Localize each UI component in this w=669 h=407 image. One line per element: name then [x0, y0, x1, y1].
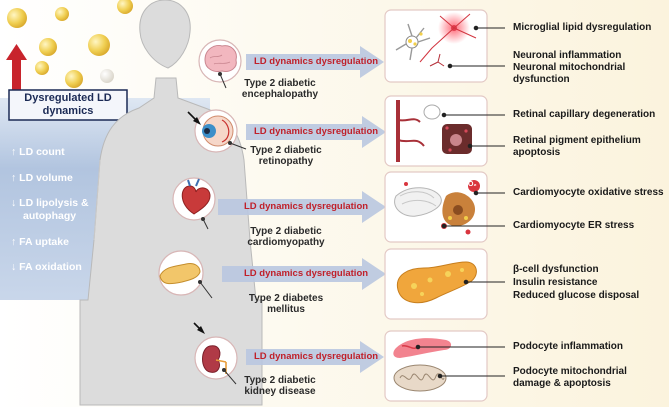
ld-arrow-label-4: LD dynamics dysregulation — [244, 268, 369, 279]
lipid-droplet — [39, 38, 57, 56]
black-pointer-arrow-icon — [187, 111, 201, 125]
red-up-arrow-icon — [6, 44, 27, 94]
outcome-neuronal-mito-line2: dysfunction — [513, 74, 570, 85]
ld-arrow-5 — [246, 341, 384, 373]
ld-arrow-3 — [218, 191, 386, 223]
outcome-microglial: Microglial lipid dysregulation — [513, 22, 652, 33]
disease-label-line2: cardiomyopathy — [247, 237, 325, 248]
banner-text: Dysregulated LD dynamics — [10, 92, 126, 118]
callout-line — [199, 281, 213, 299]
disease-label-cardiomyopathy: Type 2 diabetic cardiomyopathy — [246, 226, 326, 248]
oxygen-label: O₂ — [468, 181, 477, 188]
disease-label-line1: Type 2 diabetes — [248, 293, 324, 304]
cardiomyocyte-icon — [394, 180, 480, 235]
left-item-ld-volume: ↑ LD volume — [11, 172, 73, 184]
banner-line1: Dysregulated LD — [24, 92, 112, 104]
disease-label-line1: Type 2 diabetic — [244, 78, 316, 89]
banner-box — [8, 89, 128, 121]
disease-label-line1: Type 2 diabetic — [250, 226, 322, 237]
ld-arrow-4 — [222, 258, 386, 290]
outcome-beta-cell: β-cell dysfunction — [513, 264, 599, 275]
outcome-podocyte-mito-line1: Podocyte mitochondrial — [513, 366, 627, 377]
outcome-rpe-line1: Retinal pigment epithelium — [513, 135, 641, 146]
ld-arrow-1 — [246, 46, 384, 78]
organ-pancreas-icon — [158, 250, 204, 296]
disease-label-line2: encephalopathy — [241, 89, 319, 100]
lipid-droplet — [35, 61, 49, 75]
outcome-neuronal-inflammation: Neuronal inflammation — [513, 50, 622, 61]
lipid-droplet — [100, 69, 114, 83]
callout-line — [219, 73, 227, 89]
microglia-neuron-icon — [395, 12, 477, 67]
lipid-droplet — [65, 70, 83, 88]
disease-label-retinopathy: Type 2 diabetic retinopathy — [246, 145, 326, 167]
outcome-podocyte-inflammation: Podocyte inflammation — [513, 341, 624, 352]
left-item-lipolysis-line1: ↓ LD lipolysis & — [11, 197, 89, 209]
ld-arrow-label-2: LD dynamics dysregulation — [254, 126, 379, 137]
left-item-fa-uptake: ↑ FA uptake — [11, 236, 69, 248]
left-item-ld-count: ↑ LD count — [11, 146, 65, 158]
outcome-box-brain — [384, 9, 488, 83]
disease-label-line2: mellitus — [267, 304, 305, 315]
retina-capillary-icon — [396, 100, 472, 162]
disease-label-kidney-disease: Type 2 diabetic kidney disease — [240, 375, 320, 397]
outcome-neuronal-mito-line1: Neuronal mitochondrial — [513, 62, 626, 73]
lipid-droplet — [117, 0, 133, 14]
human-silhouette — [79, 0, 263, 406]
lipid-droplet — [88, 34, 110, 56]
ld-arrow-label-5: LD dynamics dysregulation — [254, 351, 379, 362]
pancreas-detail-icon — [396, 261, 477, 304]
lipid-droplet — [55, 7, 69, 21]
disease-label-line2: retinopathy — [258, 156, 314, 167]
outcome-insulin-resistance: Insulin resistance — [513, 277, 598, 288]
podocyte-mitochondria-icon — [393, 338, 452, 392]
outcome-rpe-line2: apoptosis — [513, 147, 561, 158]
body-outline-stroke — [93, 159, 101, 241]
outcome-podocyte-mito-line2: damage & apoptosis — [513, 378, 611, 389]
disease-label-line1: Type 2 diabetic — [250, 145, 322, 156]
callout-line — [223, 369, 237, 385]
ld-arrow-2 — [246, 116, 386, 148]
left-item-lipolysis-line2: autophagy — [23, 210, 77, 222]
banner-line2: dynamics — [42, 105, 94, 117]
disease-label-diabetes-mellitus: Type 2 diabetes mellitus — [246, 293, 326, 315]
outcome-cardio-oxidative: Cardiomyocyte oxidative stress — [513, 187, 664, 198]
lipid-droplet — [7, 8, 27, 28]
organ-eye-icon — [194, 109, 238, 153]
lipid-droplet-cluster — [7, 0, 133, 88]
organ-kidney-icon — [194, 336, 238, 380]
outcome-retinal-capillary: Retinal capillary degeneration — [513, 109, 656, 120]
ld-arrow-label-3: LD dynamics dysregulation — [244, 201, 369, 212]
outcome-glucose-disposal: Reduced glucose disposal — [513, 290, 640, 301]
disease-label-line1: Type 2 diabetic — [244, 375, 316, 386]
left-item-fa-oxidation: ↓ FA oxidation — [11, 261, 82, 273]
outcome-connector-lines — [415, 25, 505, 379]
callout-line — [229, 142, 247, 150]
organ-brain-icon — [198, 39, 242, 83]
outcome-cardio-er-stress: Cardiomyocyte ER stress — [513, 220, 635, 231]
disease-label-line2: kidney disease — [244, 386, 316, 397]
black-pointer-arrow-icon — [193, 322, 205, 334]
organ-heart-icon — [172, 177, 216, 221]
ld-arrow-label-1: LD dynamics dysregulation — [254, 56, 379, 67]
disease-label-encephalopathy: Type 2 diabetic encephalopathy — [240, 78, 320, 100]
